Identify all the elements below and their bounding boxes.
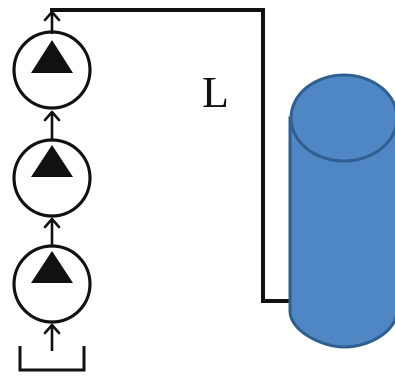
pump-middle-triangle: [31, 145, 73, 177]
pump-top-triangle: [31, 40, 73, 73]
length-label: L: [202, 68, 229, 117]
inlet-tray-icon: [18, 346, 86, 372]
tank-top: [289, 73, 395, 163]
arrow-top-to-pipe: [43, 10, 61, 34]
pump-top: [12, 30, 92, 110]
pump-bottom-triangle: [31, 251, 73, 283]
arrow-bottom-to-middle: [43, 217, 61, 246]
pump-bottom: [12, 244, 92, 324]
arrow-middle-to-top: [43, 110, 61, 140]
pump-middle: [12, 138, 92, 218]
tank-body: [288, 116, 395, 349]
cylinder-tank-icon: [288, 73, 395, 349]
discharge-pipe: [50, 8, 294, 303]
arrow-inlet-to-bottom: [43, 323, 61, 351]
